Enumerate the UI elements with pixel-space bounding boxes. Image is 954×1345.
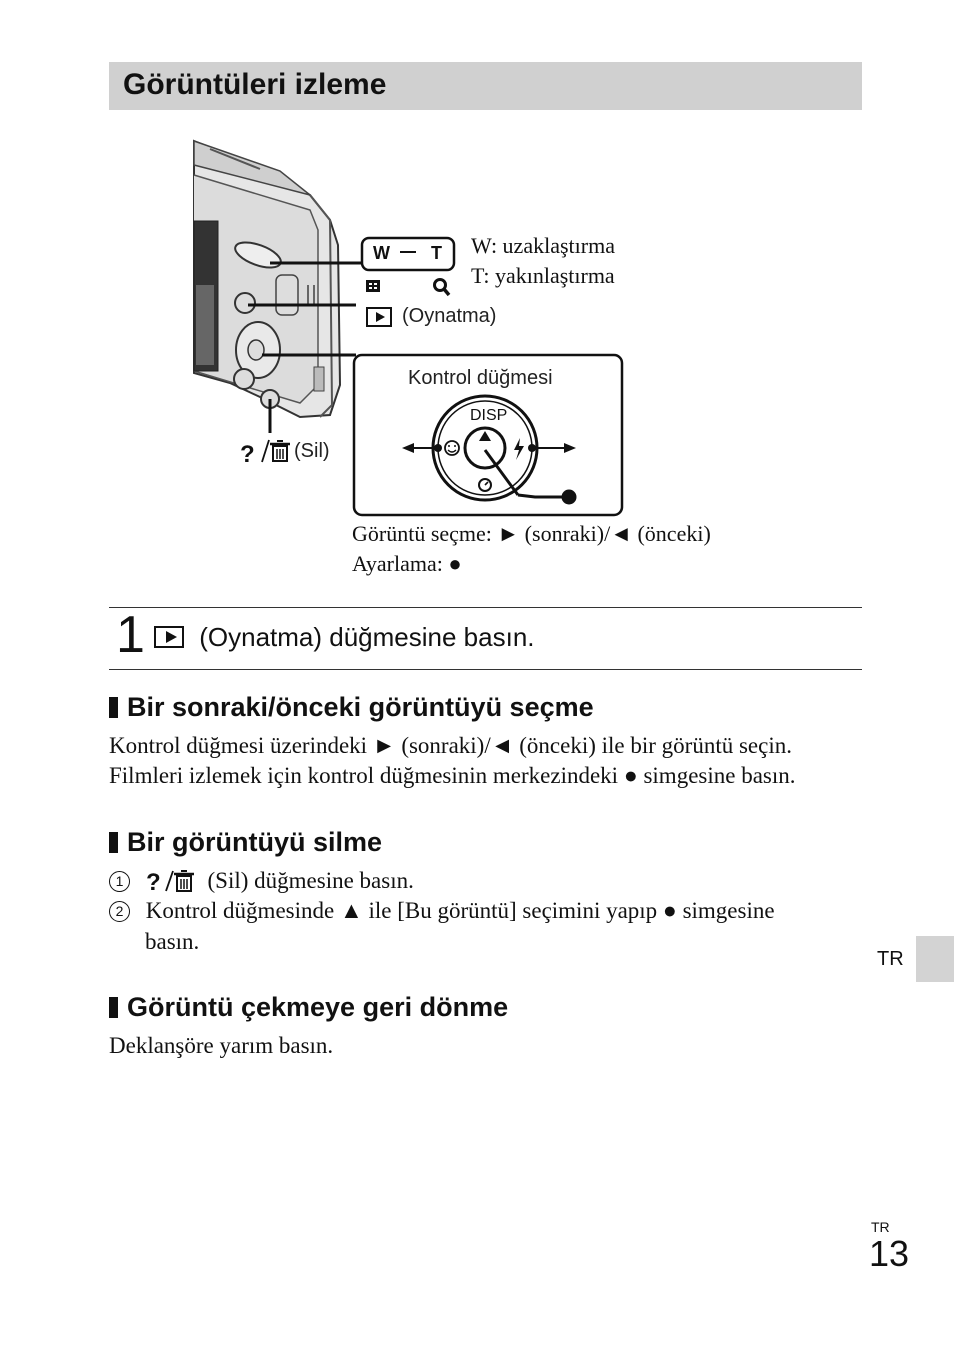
- camera-body-drawing: [193, 139, 342, 419]
- section-marker: [109, 997, 118, 1018]
- callout-playback: (Oynatma): [366, 305, 496, 328]
- step-number: 1: [116, 606, 145, 664]
- section-marker: [109, 697, 118, 718]
- control-wheel-diagram: [402, 394, 577, 505]
- magnifier-icon: [433, 278, 451, 297]
- playback-icon: [154, 626, 184, 649]
- step-text: (Oynatma) düğmesine basın.: [199, 621, 535, 652]
- callout-zoom-in: T: yakınlaştırma: [471, 263, 615, 288]
- callout-zoom-out: W: uzaklaştırma: [471, 233, 615, 258]
- section-heading-next: Bir sonraki/önceki görüntüyü seçme: [109, 692, 594, 723]
- delete-step-1: 1 ? (Sil) düğmesine basın.: [109, 866, 414, 896]
- camera-figure: ? W T W: uzaklaştırma T: yakınlaştırma (…: [190, 135, 770, 590]
- step-top-rule: [109, 607, 862, 608]
- step-circle-1: 1: [109, 871, 130, 892]
- index-grid-icon: [366, 280, 380, 292]
- page-title: Görüntüleri izleme: [123, 68, 387, 101]
- zoom-lever-icon: [360, 236, 456, 272]
- delete-trash-icon: ?: [146, 869, 194, 896]
- select-caption: Görüntü seçme: ► (sonraki)/◄ (önceki): [352, 521, 711, 546]
- section-marker: [109, 832, 118, 853]
- step-circle-2: 2: [109, 901, 130, 922]
- language-tab-label: TR: [877, 948, 904, 970]
- step-bottom-rule: [109, 669, 862, 670]
- delete-step-2-line1: Kontrol düğmesinde ▲ ile [Bu görüntü] se…: [145, 898, 775, 923]
- delete-step-2: 2 Kontrol düğmesinde ▲ ile [Bu görüntü] …: [109, 896, 775, 926]
- page-number: 13: [869, 1233, 910, 1274]
- disp-label: DISP: [470, 407, 508, 424]
- delete-step-1-text: (Sil) düğmesine basın.: [207, 868, 414, 893]
- step-instruction: (Oynatma) düğmesine basın.: [154, 620, 535, 653]
- camera-illustration: ?: [193, 139, 624, 517]
- zoom-w-label: W: [373, 243, 390, 263]
- delete-label: (Sil): [294, 440, 330, 462]
- playback-label: (Oynatma): [402, 305, 497, 327]
- zoom-t-label: T: [431, 243, 442, 263]
- section-next-line1: Kontrol düğmesi üzerindeki ► (sonraki)/◄…: [109, 733, 792, 758]
- section-return-text: Deklanşöre yarım basın.: [109, 1033, 334, 1058]
- section-heading-delete: Bir görüntüyü silme: [109, 827, 382, 858]
- section-next-line2: Filmleri izlemek için kontrol düğmesinin…: [109, 763, 796, 788]
- footer-language: TR: [871, 1219, 890, 1235]
- svg-text:?: ?: [146, 869, 161, 894]
- control-panel-title: Kontrol düğmesi: [408, 367, 553, 389]
- set-caption: Ayarlama: ●: [352, 551, 462, 576]
- section-heading-return: Görüntü çekmeye geri dönme: [109, 992, 508, 1023]
- delete-step-2-line2: basın.: [145, 929, 200, 954]
- svg-text:?: ?: [240, 441, 255, 468]
- language-tab: [916, 936, 954, 982]
- playback-icon: [366, 306, 392, 327]
- section-title-bar: Görüntüleri izleme: [109, 62, 862, 110]
- delete-trash-icon: ?: [240, 439, 290, 468]
